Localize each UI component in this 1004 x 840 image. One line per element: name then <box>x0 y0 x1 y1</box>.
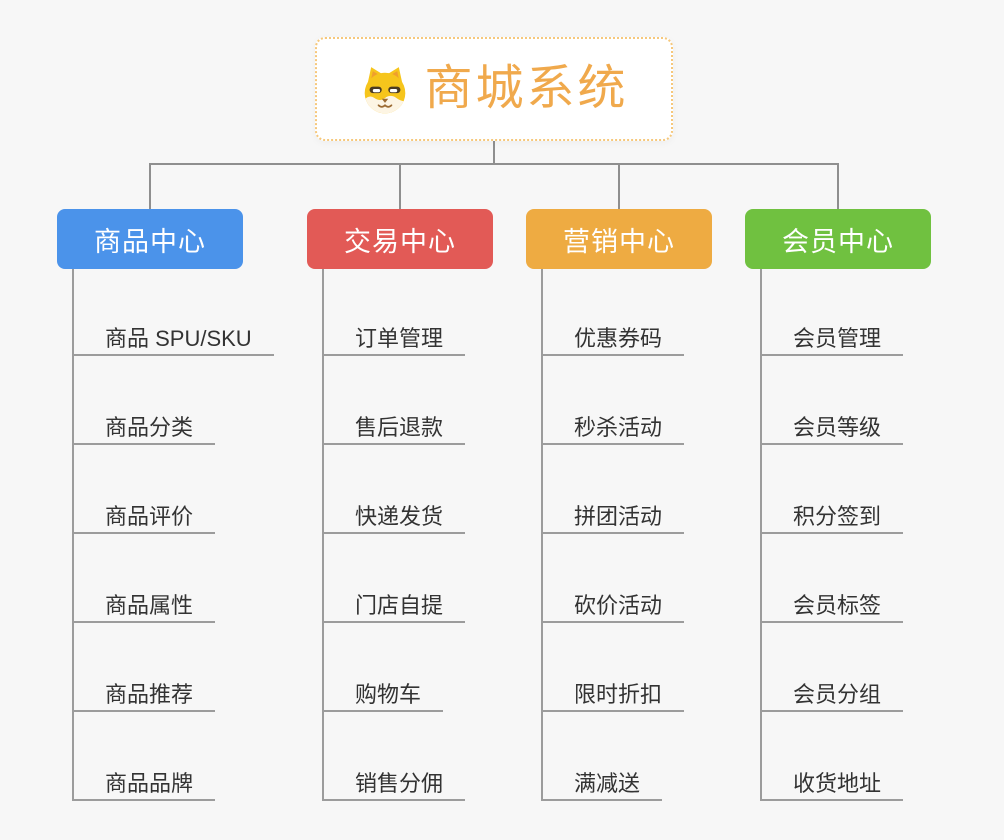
branch-label: 商品中心 <box>94 226 206 257</box>
connector-drop-product <box>149 163 151 209</box>
branch-node-marketing-center[interactable]: 营销中心 <box>526 209 712 269</box>
branch-children-marketing: 优惠券码 秒杀活动 拼团活动 砍价活动 限时折扣 满减送 <box>541 269 685 801</box>
child-node-member-groups[interactable]: 会员分组 <box>762 623 904 712</box>
child-node-store-pickup[interactable]: 门店自提 <box>324 534 466 623</box>
child-node-sales-commission[interactable]: 销售分佣 <box>324 712 466 801</box>
child-node-express-delivery[interactable]: 快递发货 <box>324 445 466 534</box>
child-node-limited-time-discount[interactable]: 限时折扣 <box>543 623 685 712</box>
child-node-member-management[interactable]: 会员管理 <box>762 269 904 356</box>
child-node-product-recommend[interactable]: 商品推荐 <box>74 623 216 712</box>
branch-children-product: 商品 SPU/SKU 商品分类 商品评价 商品属性 商品推荐 商品品牌 <box>72 269 274 801</box>
branch-node-member-center[interactable]: 会员中心 <box>745 209 931 269</box>
child-node-spend-and-save[interactable]: 满减送 <box>543 712 663 801</box>
branch-node-trade-center[interactable]: 交易中心 <box>307 209 493 269</box>
child-node-member-level[interactable]: 会员等级 <box>762 356 904 445</box>
connector-horizontal-rail <box>149 163 839 165</box>
branch-children-member: 会员管理 会员等级 积分签到 会员标签 会员分组 收货地址 <box>760 269 904 801</box>
child-node-product-category[interactable]: 商品分类 <box>74 356 216 445</box>
child-node-product-review[interactable]: 商品评价 <box>74 445 216 534</box>
connector-drop-marketing <box>618 163 620 209</box>
child-node-product-attribute[interactable]: 商品属性 <box>74 534 216 623</box>
connector-drop-trade <box>399 163 401 209</box>
child-node-product-brand[interactable]: 商品品牌 <box>74 712 216 801</box>
dog-face-icon <box>365 67 406 114</box>
child-node-aftersale-refund[interactable]: 售后退款 <box>324 356 466 445</box>
branch-children-trade: 订单管理 售后退款 快递发货 门店自提 购物车 销售分佣 <box>322 269 466 801</box>
branch-node-product-center[interactable]: 商品中心 <box>57 209 243 269</box>
child-node-flash-sale[interactable]: 秒杀活动 <box>543 356 685 445</box>
child-node-coupon-code[interactable]: 优惠券码 <box>543 269 685 356</box>
branch-label: 交易中心 <box>344 226 456 257</box>
branch-label: 会员中心 <box>782 226 894 257</box>
connector-drop-member <box>837 163 839 209</box>
child-node-bargain-activity[interactable]: 砍价活动 <box>543 534 685 623</box>
branch-label: 营销中心 <box>563 226 675 257</box>
root-node[interactable]: 商城系统 <box>315 37 673 141</box>
child-node-points-checkin[interactable]: 积分签到 <box>762 445 904 534</box>
connector-root-stub <box>493 141 495 163</box>
child-node-shopping-cart[interactable]: 购物车 <box>324 623 444 712</box>
child-node-order-management[interactable]: 订单管理 <box>324 269 466 356</box>
child-node-product-spu-sku[interactable]: 商品 SPU/SKU <box>74 269 274 356</box>
child-node-shipping-address[interactable]: 收货地址 <box>762 712 904 801</box>
root-title: 商城系统 <box>424 62 629 115</box>
child-node-group-buy[interactable]: 拼团活动 <box>543 445 685 534</box>
child-node-member-tags[interactable]: 会员标签 <box>762 534 904 623</box>
